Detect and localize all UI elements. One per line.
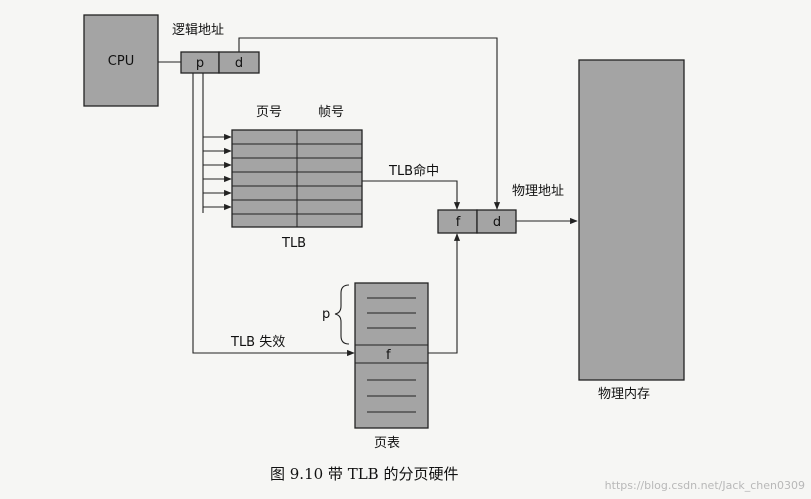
logical-address-label: 逻辑地址 bbox=[172, 23, 224, 38]
figure-caption: 图 9.10 带 TLB 的分页硬件 bbox=[270, 465, 458, 483]
logical-d-label: d bbox=[235, 56, 243, 71]
offset-arrow bbox=[238, 37, 501, 210]
tlb-miss-label: TLB 失效 bbox=[230, 335, 285, 350]
tlb-hit-arrow bbox=[362, 180, 461, 210]
physical-f-label: f bbox=[456, 215, 461, 230]
tlb-col-frame-label: 帧号 bbox=[318, 105, 344, 120]
tlb-col-page-label: 页号 bbox=[256, 105, 282, 120]
physical-address-label: 物理地址 bbox=[512, 184, 564, 199]
page-table-p-label: p bbox=[322, 307, 330, 322]
page-table-name-label: 页表 bbox=[374, 436, 400, 451]
page-table-to-frame-arrow bbox=[428, 233, 461, 354]
physical-memory-label: 物理内存 bbox=[598, 386, 650, 402]
tlb-table bbox=[231, 129, 363, 228]
tlb-hit-label: TLB命中 bbox=[388, 163, 439, 179]
page-table-f-label: f bbox=[386, 348, 391, 363]
physical-memory-box bbox=[578, 59, 685, 381]
cpu-label: CPU bbox=[108, 54, 134, 69]
page-table bbox=[354, 282, 429, 429]
tlb-name-label: TLB bbox=[281, 236, 306, 251]
physical-d-label: d bbox=[493, 215, 501, 230]
cpu-box bbox=[83, 14, 159, 107]
p-brace bbox=[334, 284, 350, 345]
tlb-miss-arrow bbox=[192, 73, 355, 357]
logical-p-label: p bbox=[196, 56, 204, 71]
watermark: https://blog.csdn.net/Jack_chen0309 bbox=[605, 479, 805, 492]
